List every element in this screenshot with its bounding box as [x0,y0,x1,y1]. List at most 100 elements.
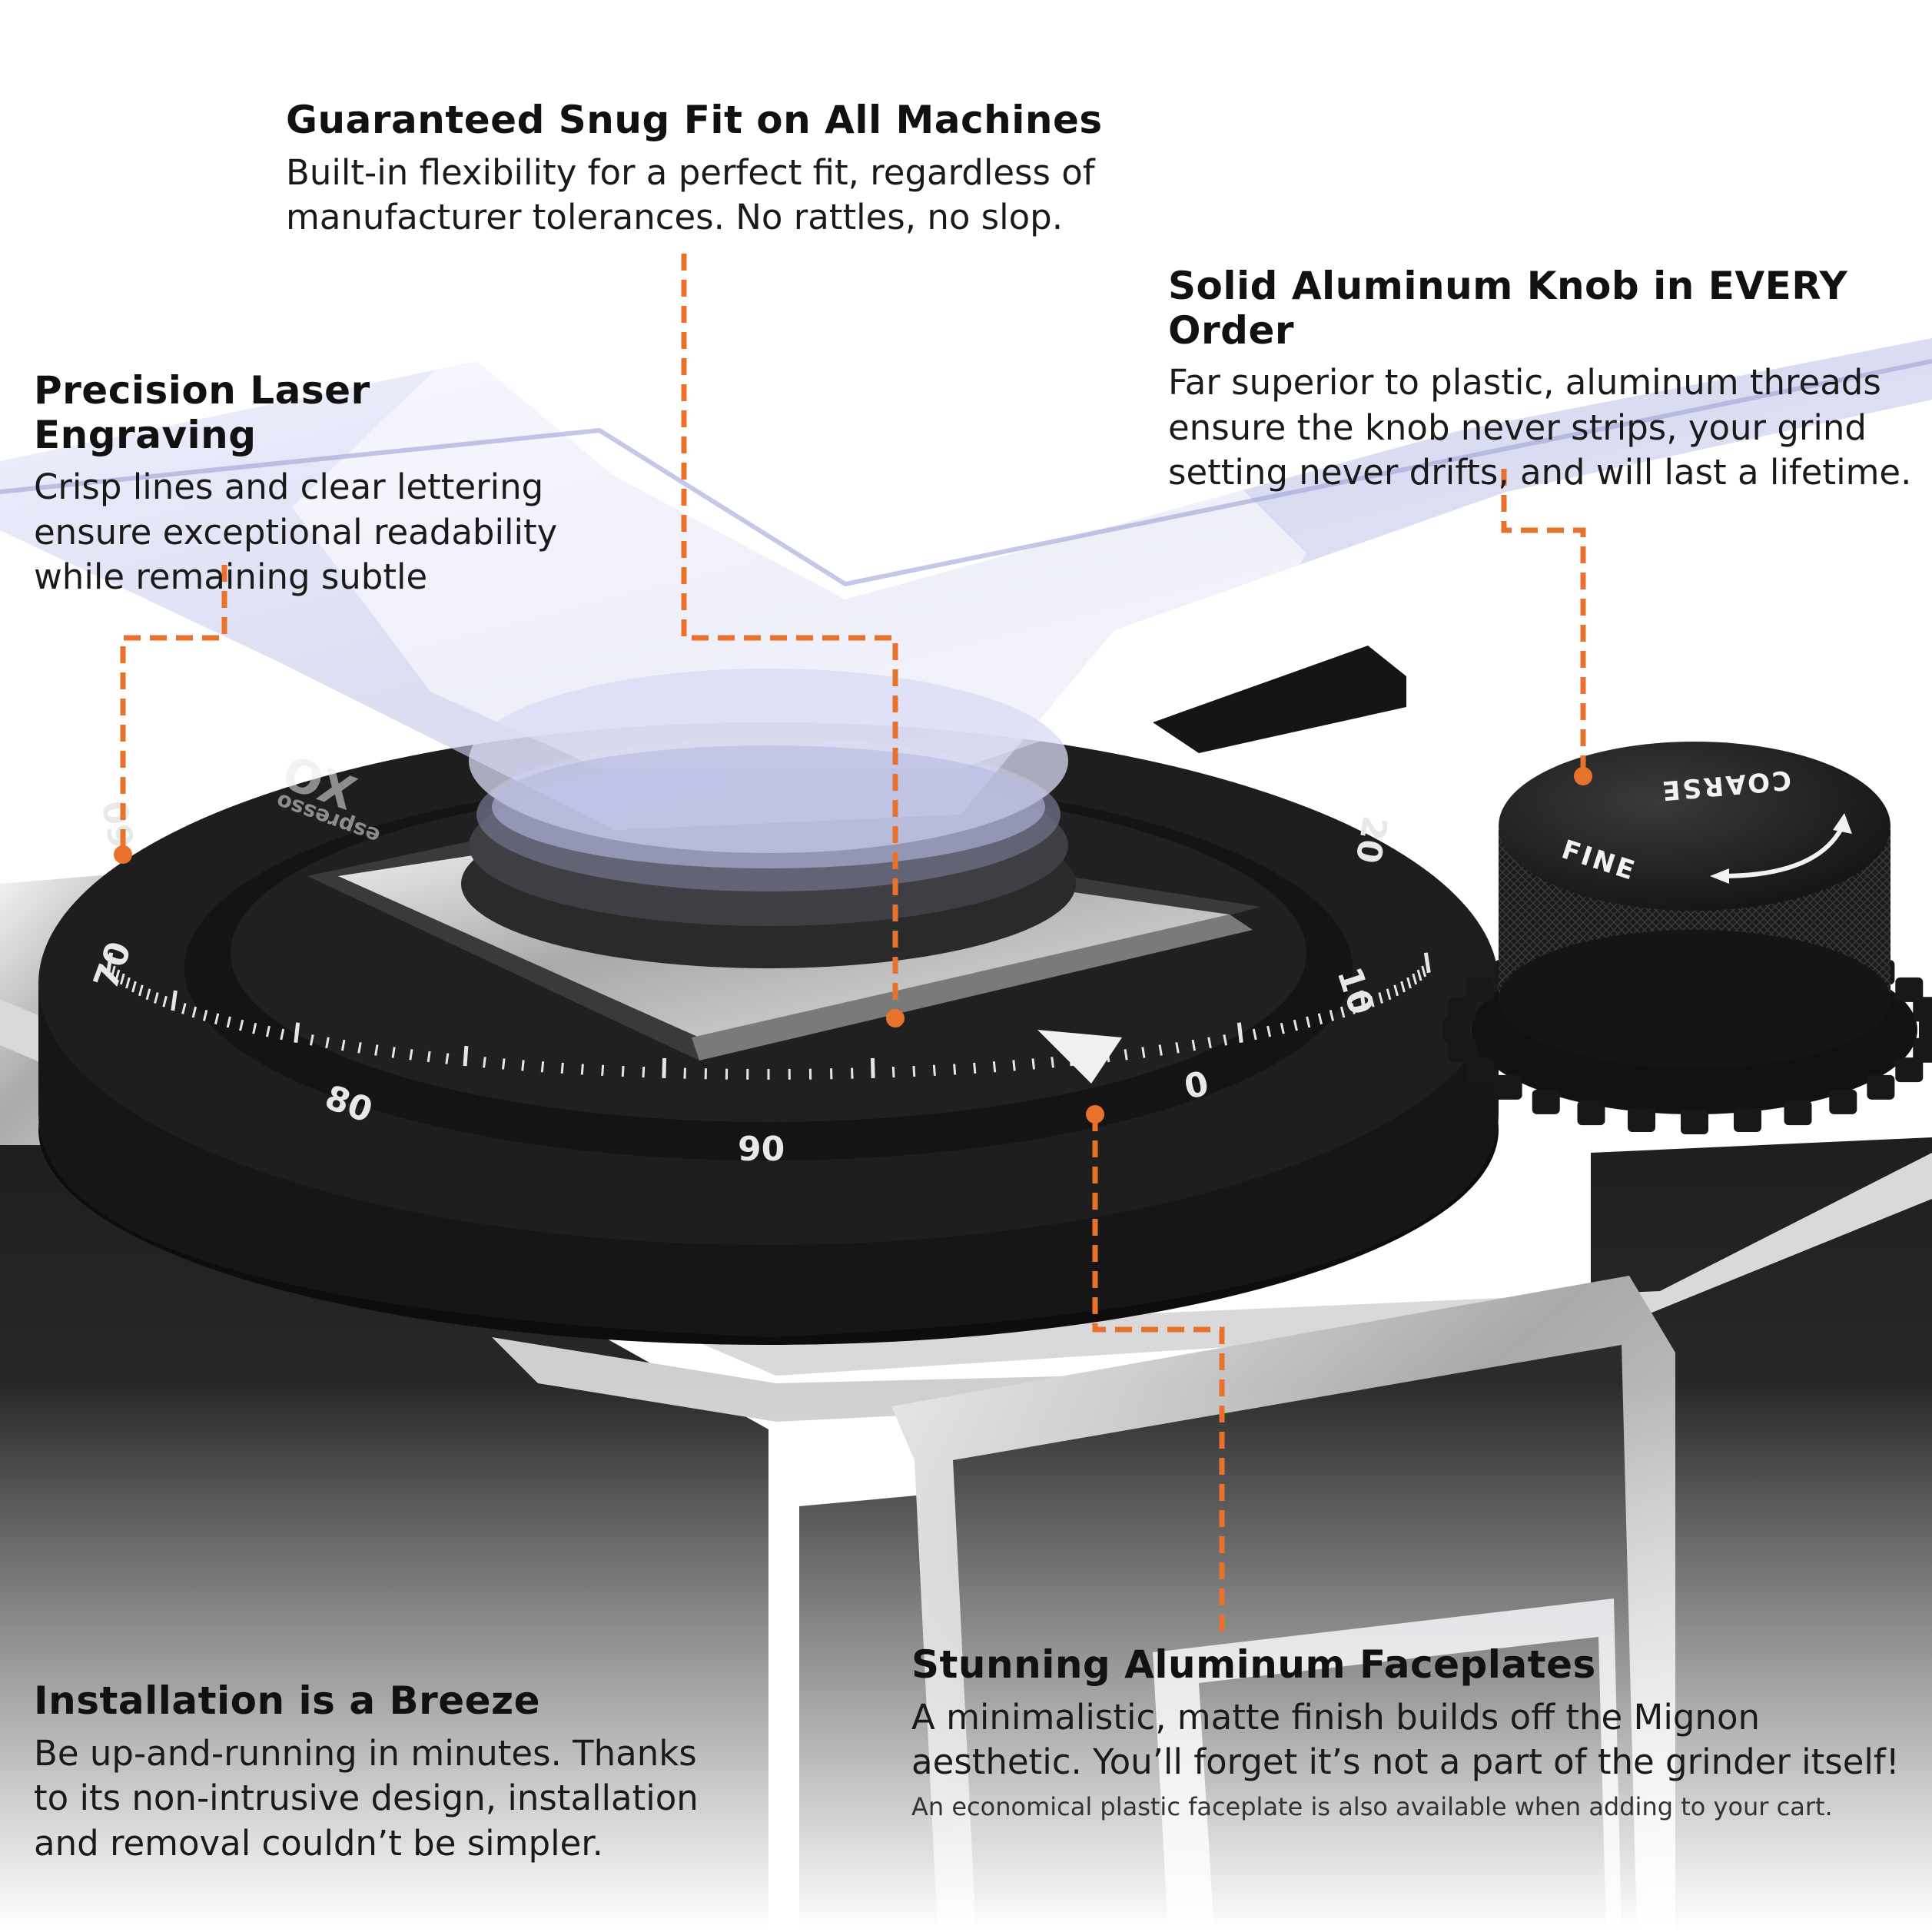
gear-tooth [1919,1017,1932,1042]
gear-tooth [1466,977,1494,1002]
gear-tooth [1895,977,1924,1002]
dial-tick [280,1028,285,1041]
dial-tick [1252,1028,1257,1041]
dial-tick [265,1025,271,1037]
grind-adjust-knob: COARSE FINE [1442,742,1932,1134]
dial-tick [891,1066,895,1078]
dial-tick [226,1016,231,1028]
hopper-tab [1153,646,1406,753]
dial-tick [642,1066,646,1078]
gear-tooth [1448,1037,1476,1063]
triangle-pointer-icon [1037,1030,1122,1084]
dial-tick [870,1057,875,1079]
gear-tooth [1867,1074,1895,1100]
dial-tick [1293,1019,1298,1031]
dial-tick [191,1006,198,1018]
dial-tick [1416,969,1422,981]
dial-tick [445,1053,450,1064]
callout-knob: Solid Aluminum Knob in EVERY Order Far s… [1168,264,1914,496]
dial-tick [1423,952,1431,974]
dial-tick [1280,1022,1285,1034]
leader-snug-fit [681,254,898,1018]
gear-tooth [1577,1100,1605,1126]
dial-tick [1359,990,1366,1011]
dial-tick [483,1057,486,1068]
dial-tick [662,1057,667,1079]
gear-tooth [1494,1074,1522,1100]
leader-dots [114,767,1592,1124]
callout-installation-title: Installation is a Breeze [34,1678,541,1723]
dial-tick [106,952,114,974]
bottom-fade [0,1383,1932,1932]
dial-numerals: 0 10 20 60 70 80 90 [86,798,1394,1169]
callout-knob-body: Far superior to plastic, aluminum thread… [1168,362,1912,493]
dial-tick [115,969,121,981]
callout-snug-fit: Guaranteed Snug Fit on All Machines Buil… [286,98,1116,241]
dial-tick [851,1067,854,1079]
gear-tooth [1895,1057,1924,1083]
dial-tick [138,984,144,997]
dial-tick [1329,1010,1335,1021]
callout-faceplates-title: Stunning Aluminum Faceplates [911,1642,1596,1687]
dial-tick [463,1045,469,1067]
leader-dot-engraving [114,845,132,864]
dial-tick [214,1013,220,1025]
dial-tick [1051,1057,1054,1068]
dial-tick [1191,1039,1197,1051]
dial-tick [1369,995,1375,1007]
dial-tick [973,1062,977,1074]
dial-tick [374,1044,379,1056]
gear-tooth [1784,1100,1812,1126]
dial-tick [1175,1042,1180,1054]
gear-tooth [1532,1089,1560,1114]
dial-tick [1412,973,1418,985]
dial-tick [1386,988,1392,1001]
bean-hopper [0,246,1932,868]
dial-tick [1266,1025,1272,1037]
dial-tick [202,1010,208,1021]
dial-tick [1421,965,1427,978]
gear-tooth [1681,1110,1708,1134]
dial-tick [145,988,151,1001]
callout-engraving: Precision Laser Engraving Crisp lines an… [34,368,603,600]
dial-tick [171,990,178,1011]
callout-knob-title: Solid Aluminum Knob in EVERY Order [1168,264,1848,353]
gear-tooth [1913,997,1932,1022]
dial-tick [357,1042,362,1054]
dial-tick [1207,1037,1212,1049]
dial-tick [560,1062,564,1074]
leader-knob [1501,469,1586,776]
callout-faceplates-body: A minimalistic, matte finish builds off … [911,1696,1900,1783]
gear-tooth [1829,1089,1857,1114]
dial-tick [953,1064,957,1075]
dial-tick [154,992,159,1004]
dial-tick [1339,1006,1346,1018]
dial-tick [580,1064,584,1075]
dial-tick [1317,1013,1323,1025]
dial-tick [1031,1058,1036,1070]
callout-faceplates-note: An economical plastic faceplate is also … [911,1791,1833,1821]
callout-installation-body: Be up-and-running in minutes. Thanks to … [34,1732,699,1864]
leader-lines [120,254,1586,1633]
dial-tick [1158,1044,1163,1056]
dial-tick [239,1019,244,1031]
dial-tick [391,1047,396,1058]
callout-installation: Installation is a Breeze Be up-and-runni… [34,1678,718,1866]
dial-tick [294,1022,300,1043]
dial-tick [427,1051,431,1063]
dial-label-20: 20 [1348,813,1395,866]
leader-faceplates [1092,1114,1225,1633]
callout-snug-fit-body: Built-in flexibility for a perfect fit, … [286,151,1095,238]
callout-engraving-title: Precision Laser Engraving [34,368,370,457]
curved-double-arrow-icon [1721,821,1847,878]
dial-tick [181,1003,187,1014]
dial-tick [252,1022,257,1034]
dial-tick [1124,1049,1128,1061]
gear-tooth [1913,1037,1932,1063]
dial-tick [131,981,137,993]
gear-tooth [1733,1107,1761,1132]
dial-tick [340,1039,346,1051]
dial-tick [119,973,125,985]
gear-tooth [1448,997,1476,1022]
